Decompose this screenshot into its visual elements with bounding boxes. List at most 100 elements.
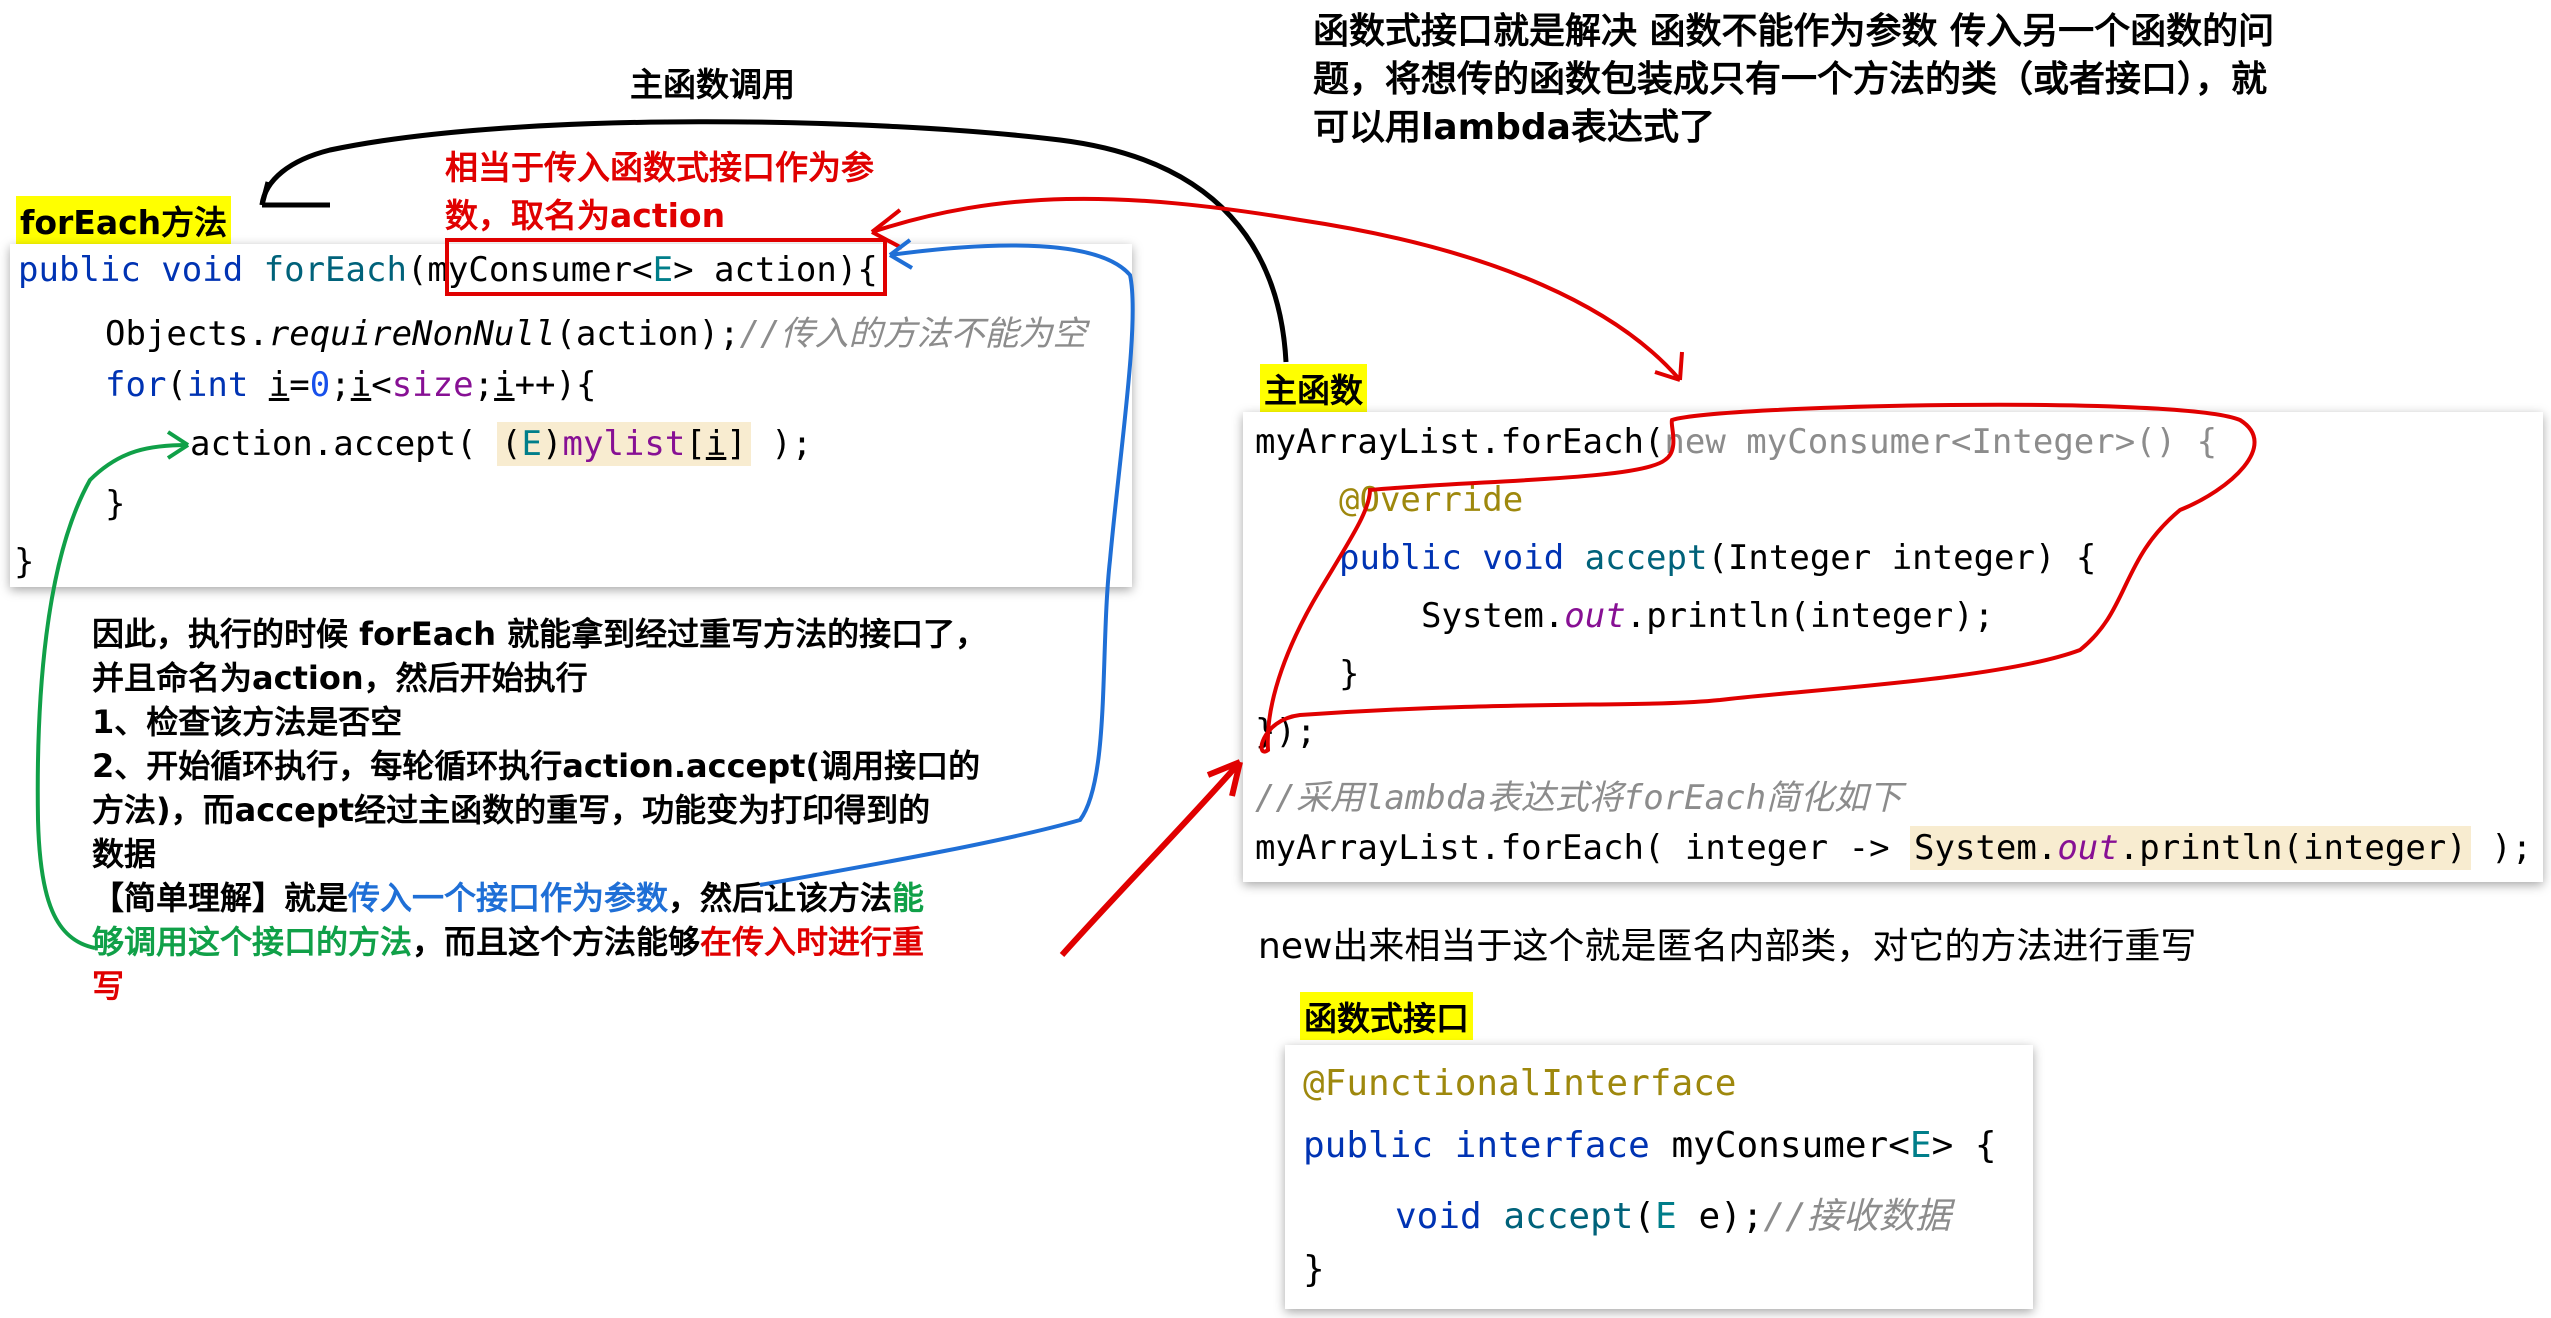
code-token: size <box>391 365 474 405</box>
parameter-note-line: 相当于传入函数式接口作为参 <box>445 148 874 187</box>
code-line: @Override <box>1339 480 1524 520</box>
code-token: myArrayList.forEach( <box>1255 422 1665 462</box>
code-token: i <box>494 365 515 405</box>
code-token: ) <box>542 424 563 464</box>
parameter-note-line: 数，取名为action <box>445 196 726 235</box>
explanation-segment: 在传入时进行重 <box>700 923 925 961</box>
code-token: for <box>105 365 167 405</box>
foreach-method-label: forEach方法 <box>16 196 232 244</box>
code-token: forEach <box>263 250 407 290</box>
rewrite-arrowhead <box>1206 759 1243 797</box>
code-token: ); <box>750 424 813 464</box>
explanation-line: 够调用这个接口的方法，而且这个方法能够在传入时进行重 <box>92 920 1102 964</box>
code-token: myArrayList.forEach( integer -> <box>1255 828 1911 868</box>
code-token: ){ <box>836 250 878 290</box>
code-token: ( <box>406 250 428 290</box>
code-token: i <box>350 365 372 405</box>
code-line: } <box>1339 654 1360 694</box>
code-line: Objects.requireNonNull(action);//传入的方法不能… <box>105 306 1087 355</box>
code-comment: //采用lambda表达式将forEach简化如下 <box>1255 778 1903 818</box>
foreach-code-panel: public void forEach(myConsumer<E> action… <box>10 244 1132 587</box>
highlighted-expression: (E)mylist[i] <box>497 422 751 466</box>
code-line: action.accept( (E)mylist[i] ); <box>190 422 813 466</box>
code-line: void accept(E e);//接收数据 <box>1395 1187 1951 1239</box>
code-token: E <box>1909 1125 1932 1166</box>
explanation-line: 写 <box>92 967 125 1005</box>
explanation-segment: 传入一个接口作为参数 <box>348 879 669 917</box>
code-token: = <box>289 365 310 405</box>
anonymous-class-note: new出来相当于这个就是匿名内部类，对它的方法进行重写 <box>1258 926 2197 967</box>
code-line: }); <box>1255 712 1317 752</box>
code-line: myArrayList.forEach( integer -> System.o… <box>1255 826 2533 870</box>
code-token: .println(integer) <box>2118 828 2467 868</box>
code-token: ++){ <box>514 365 597 405</box>
top-note: 函数式接口就是解决 函数不能作为参数 传入另一个函数的问 题，将想传的函数包装成… <box>1313 8 2543 152</box>
explanation-text: 因此，执行的时候 forEach 就能拿到经过重写方法的接口了， 并且命名为ac… <box>92 612 1102 1008</box>
explanation-line: 因此，执行的时候 forEach 就能拿到经过重写方法的接口了， <box>92 615 988 653</box>
code-token: System. <box>1421 596 1565 636</box>
code-token: E <box>521 424 543 464</box>
main-call-label: 主函数调用 <box>630 65 795 104</box>
parameter-link-arrowhead-left <box>870 208 903 250</box>
code-comment: //接收数据 <box>1763 1196 1951 1237</box>
explanation-segment: 够调用这个接口的方法 <box>92 923 413 961</box>
code-token: 0 <box>309 365 331 405</box>
code-line: System.out.println(integer); <box>1421 596 1994 636</box>
code-token: void <box>1395 1196 1504 1237</box>
code-token: .println(integer); <box>1625 596 1995 636</box>
code-line: @FunctionalInterface <box>1303 1063 1737 1104</box>
code-line: } <box>1303 1249 1325 1290</box>
code-token: ; <box>473 365 495 405</box>
explanation-line: 方法)，而accept经过主函数的重写，功能变为打印得到的 <box>92 791 931 829</box>
explanation-line: 2、开始循环执行，每轮循环执行action.accept(调用接口的 <box>92 747 981 785</box>
explanation-segment: 能 <box>892 879 925 917</box>
code-token: [ <box>685 424 706 464</box>
explanation-line: 并且命名为action，然后开始执行 <box>92 659 588 697</box>
explanation-line: 1、检查该方法是否空 <box>92 703 403 741</box>
code-token: i <box>268 365 290 405</box>
code-line: public void accept(Integer integer) { <box>1339 538 2096 578</box>
main-function-label: 主函数 <box>1260 364 1367 412</box>
code-token: out <box>2057 828 2119 868</box>
explanation-segment: 【简单理解】就是 <box>92 879 349 917</box>
code-token: public void <box>18 250 264 290</box>
code-line: } <box>105 484 126 524</box>
highlighted-expression: System.out.println(integer) <box>1910 826 2471 870</box>
code-token: ( <box>166 365 187 405</box>
functional-interface-panel: @FunctionalInterface public interface my… <box>1285 1045 2033 1309</box>
code-token: requireNonNull <box>268 314 556 354</box>
code-token: int <box>186 365 269 405</box>
parameter-note: 相当于传入函数式接口作为参 数，取名为action <box>445 144 874 240</box>
code-line: myArrayList.forEach(new myConsumer<Integ… <box>1255 422 2217 462</box>
code-line: public void forEach(myConsumer<E> action… <box>18 250 878 290</box>
code-token: < <box>371 365 392 405</box>
code-line: for(int i=0;i<size;i++){ <box>105 365 596 405</box>
explanation-line: 数据 <box>92 835 157 873</box>
code-line: public interface myConsumer<E> { <box>1303 1125 1997 1166</box>
code-token: System. <box>1914 828 2058 868</box>
code-token: E <box>652 250 674 290</box>
code-token: (Integer integer) { <box>1707 538 2097 578</box>
code-token: action.accept( <box>190 424 498 464</box>
explanation-segment: ，而且这个方法能够 <box>412 923 701 961</box>
explanation-segment: ，然后让该方法 <box>668 879 893 917</box>
code-token: myConsumer< <box>427 250 653 290</box>
code-line: } <box>14 542 35 582</box>
code-token: ); <box>2470 828 2533 868</box>
main-code-panel: myArrayList.forEach(new myConsumer<Integ… <box>1243 412 2543 882</box>
code-token: accept <box>1584 538 1708 578</box>
code-token: accept <box>1503 1196 1634 1237</box>
code-token: > action <box>673 250 837 290</box>
code-token: ( <box>501 424 522 464</box>
functional-interface-label: 函数式接口 <box>1300 992 1473 1040</box>
code-token: new myConsumer<Integer>() { <box>1664 422 2218 462</box>
code-comment: //传入的方法不能为空 <box>739 314 1087 354</box>
code-token: Objects. <box>105 314 269 354</box>
explanation-line: 【简单理解】就是传入一个接口作为参数，然后让该方法能 <box>92 876 1102 920</box>
main-call-arrowhead <box>259 181 330 208</box>
parameter-link-arrowhead-right <box>1654 351 1684 382</box>
code-token: mylist <box>562 424 686 464</box>
top-note-line: 可以用lambda表达式了 <box>1313 107 1715 148</box>
code-token: public void <box>1339 538 1585 578</box>
code-token: ; <box>330 365 351 405</box>
